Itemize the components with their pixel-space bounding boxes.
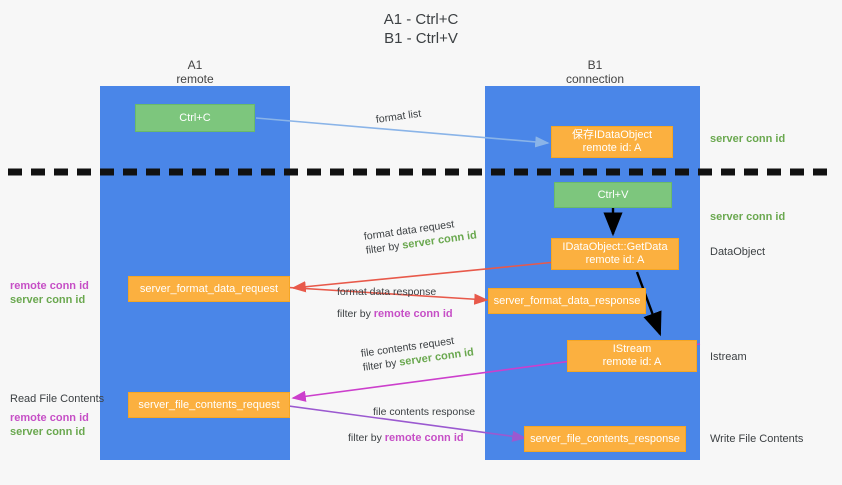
label-istream: Istream <box>710 351 747 363</box>
box-server-format-data-request[interactable]: server_format_data_request <box>128 276 290 302</box>
box-save-idataobject[interactable]: 保存IDataObject remote id: A <box>551 126 673 158</box>
box-ctrl-v[interactable]: Ctrl+V <box>554 182 672 208</box>
title-line-2: B1 - Ctrl+V <box>384 30 458 47</box>
caption-format-data-response: format data response filter by remote co… <box>337 285 453 321</box>
box-server-file-contents-response[interactable]: server_file_contents_response <box>524 426 686 452</box>
lane-b1-sub: connection <box>565 72 625 86</box>
caption-fdreq-filter-prefix: filter by <box>365 239 404 257</box>
caption-fdres-filter-prefix: filter by <box>337 308 374 320</box>
lane-b1-name: B1 <box>587 58 603 72</box>
label-read-file-contents: Read File Contents <box>10 393 105 405</box>
box-idataobject-getdata[interactable]: IDataObject::GetData remote id: A <box>551 238 679 270</box>
label-write-file-contents: Write File Contents <box>710 433 804 445</box>
lane-a1-name: A1 <box>187 58 203 72</box>
box-server-format-data-response[interactable]: server_format_data_response <box>488 288 646 314</box>
label-server-conn-id-1: server conn id <box>10 294 86 306</box>
label-dataobject: DataObject <box>710 246 766 258</box>
lane-header-b1: B1 connection <box>520 58 670 86</box>
label-server-conn-id-mid: server conn id <box>710 211 786 223</box>
lane-header-a1: A1 remote <box>120 58 270 86</box>
caption-fcreq-filter-prefix: filter by <box>362 356 401 374</box>
box-istream-line2: remote id: A <box>602 356 662 368</box>
caption-format-data-request: format data request filter by server con… <box>363 214 478 257</box>
box-ctrl-c-label: Ctrl+C <box>179 111 211 124</box>
caption-file-contents-response: file contents response filter by remote … <box>348 405 475 445</box>
caption-format-data-response-line2: filter by remote conn id <box>337 307 453 321</box>
box-istream-line1: IStream <box>612 343 652 355</box>
box-server-file-contents-request[interactable]: server_file_contents_request <box>128 392 290 418</box>
label-server-conn-id-top: server conn id <box>710 133 786 145</box>
box-istream[interactable]: IStream remote id: A <box>567 340 697 372</box>
box-server-format-data-response-label: server_format_data_response <box>493 294 641 307</box>
diagram-title: A1 - Ctrl+C B1 - Ctrl+V <box>0 10 842 48</box>
label-server-conn-id-2: server conn id <box>10 426 86 438</box>
box-server-format-data-request-label: server_format_data_request <box>139 282 279 295</box>
label-conn-id-group-2: remote conn id server conn id <box>10 411 89 439</box>
box-server-file-contents-request-label: server_file_contents_request <box>138 398 280 411</box>
caption-file-contents-response-line2: filter by remote conn id <box>348 431 475 445</box>
caption-fdres-filter-value: remote conn id <box>373 308 453 320</box>
box-server-file-contents-response-label: server_file_contents_response <box>530 432 680 445</box>
box-idataobject-getdata-line2: remote id: A <box>585 254 645 266</box>
caption-format-list: format list <box>375 107 422 126</box>
label-remote-conn-id-2: remote conn id <box>10 412 89 424</box>
label-conn-id-group-1: remote conn id server conn id <box>10 279 89 307</box>
caption-fcres-filter-prefix: filter by <box>348 432 385 444</box>
caption-format-data-response-line1: format data response <box>337 286 437 298</box>
box-ctrl-c[interactable]: Ctrl+C <box>135 104 255 132</box>
label-remote-conn-id-1: remote conn id <box>10 280 89 292</box>
box-ctrl-v-label: Ctrl+V <box>597 188 629 201</box>
title-line-1: A1 - Ctrl+C <box>383 11 459 28</box>
box-save-idataobject-line2: remote id: A <box>582 142 642 154</box>
caption-fcres-filter-value: remote conn id <box>384 432 464 444</box>
box-idataobject-getdata-line1: IDataObject::GetData <box>562 241 668 253</box>
caption-file-contents-request: file contents request filter by server c… <box>360 331 475 374</box>
lane-a1-sub: remote <box>176 72 214 86</box>
box-save-idataobject-line1: 保存IDataObject <box>571 129 653 141</box>
caption-file-contents-response-line1: file contents response <box>373 406 476 418</box>
